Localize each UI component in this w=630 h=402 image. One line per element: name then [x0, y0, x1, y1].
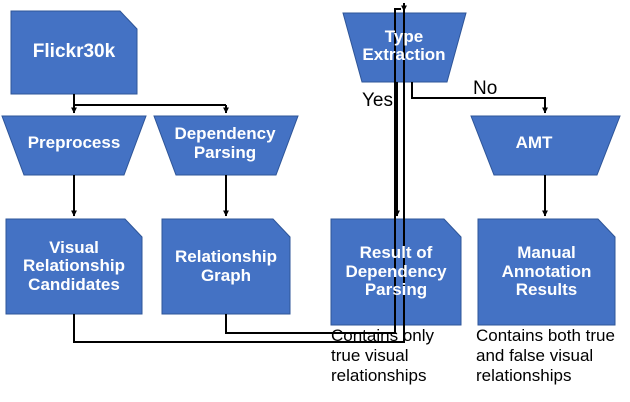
node-shape-relationship-graph: [161, 218, 291, 315]
node-shape-dependency-parsing: [153, 115, 299, 176]
edge-flickr30k-bus: [73, 94, 226, 106]
caption-result-of-dependency-parsing: Contains only true visual relationships: [331, 326, 435, 386]
edge-label-no: No: [473, 78, 498, 99]
edge-label-yes: Yes: [362, 90, 393, 111]
node-shape-visual-relationship-candidates: [5, 218, 143, 315]
node-shape-preprocess: [1, 115, 147, 176]
node-shape-manual-annotation-results: [477, 218, 616, 326]
edge-relationship-graph-to-type-extraction: [225, 8, 401, 334]
edge-type-extraction-no: [411, 82, 548, 114]
node-shape-amt: [470, 115, 621, 176]
node-shape-flickr30k: [10, 10, 138, 95]
caption-manual-annotation-results: Contains both true and false visual rela…: [476, 326, 615, 386]
